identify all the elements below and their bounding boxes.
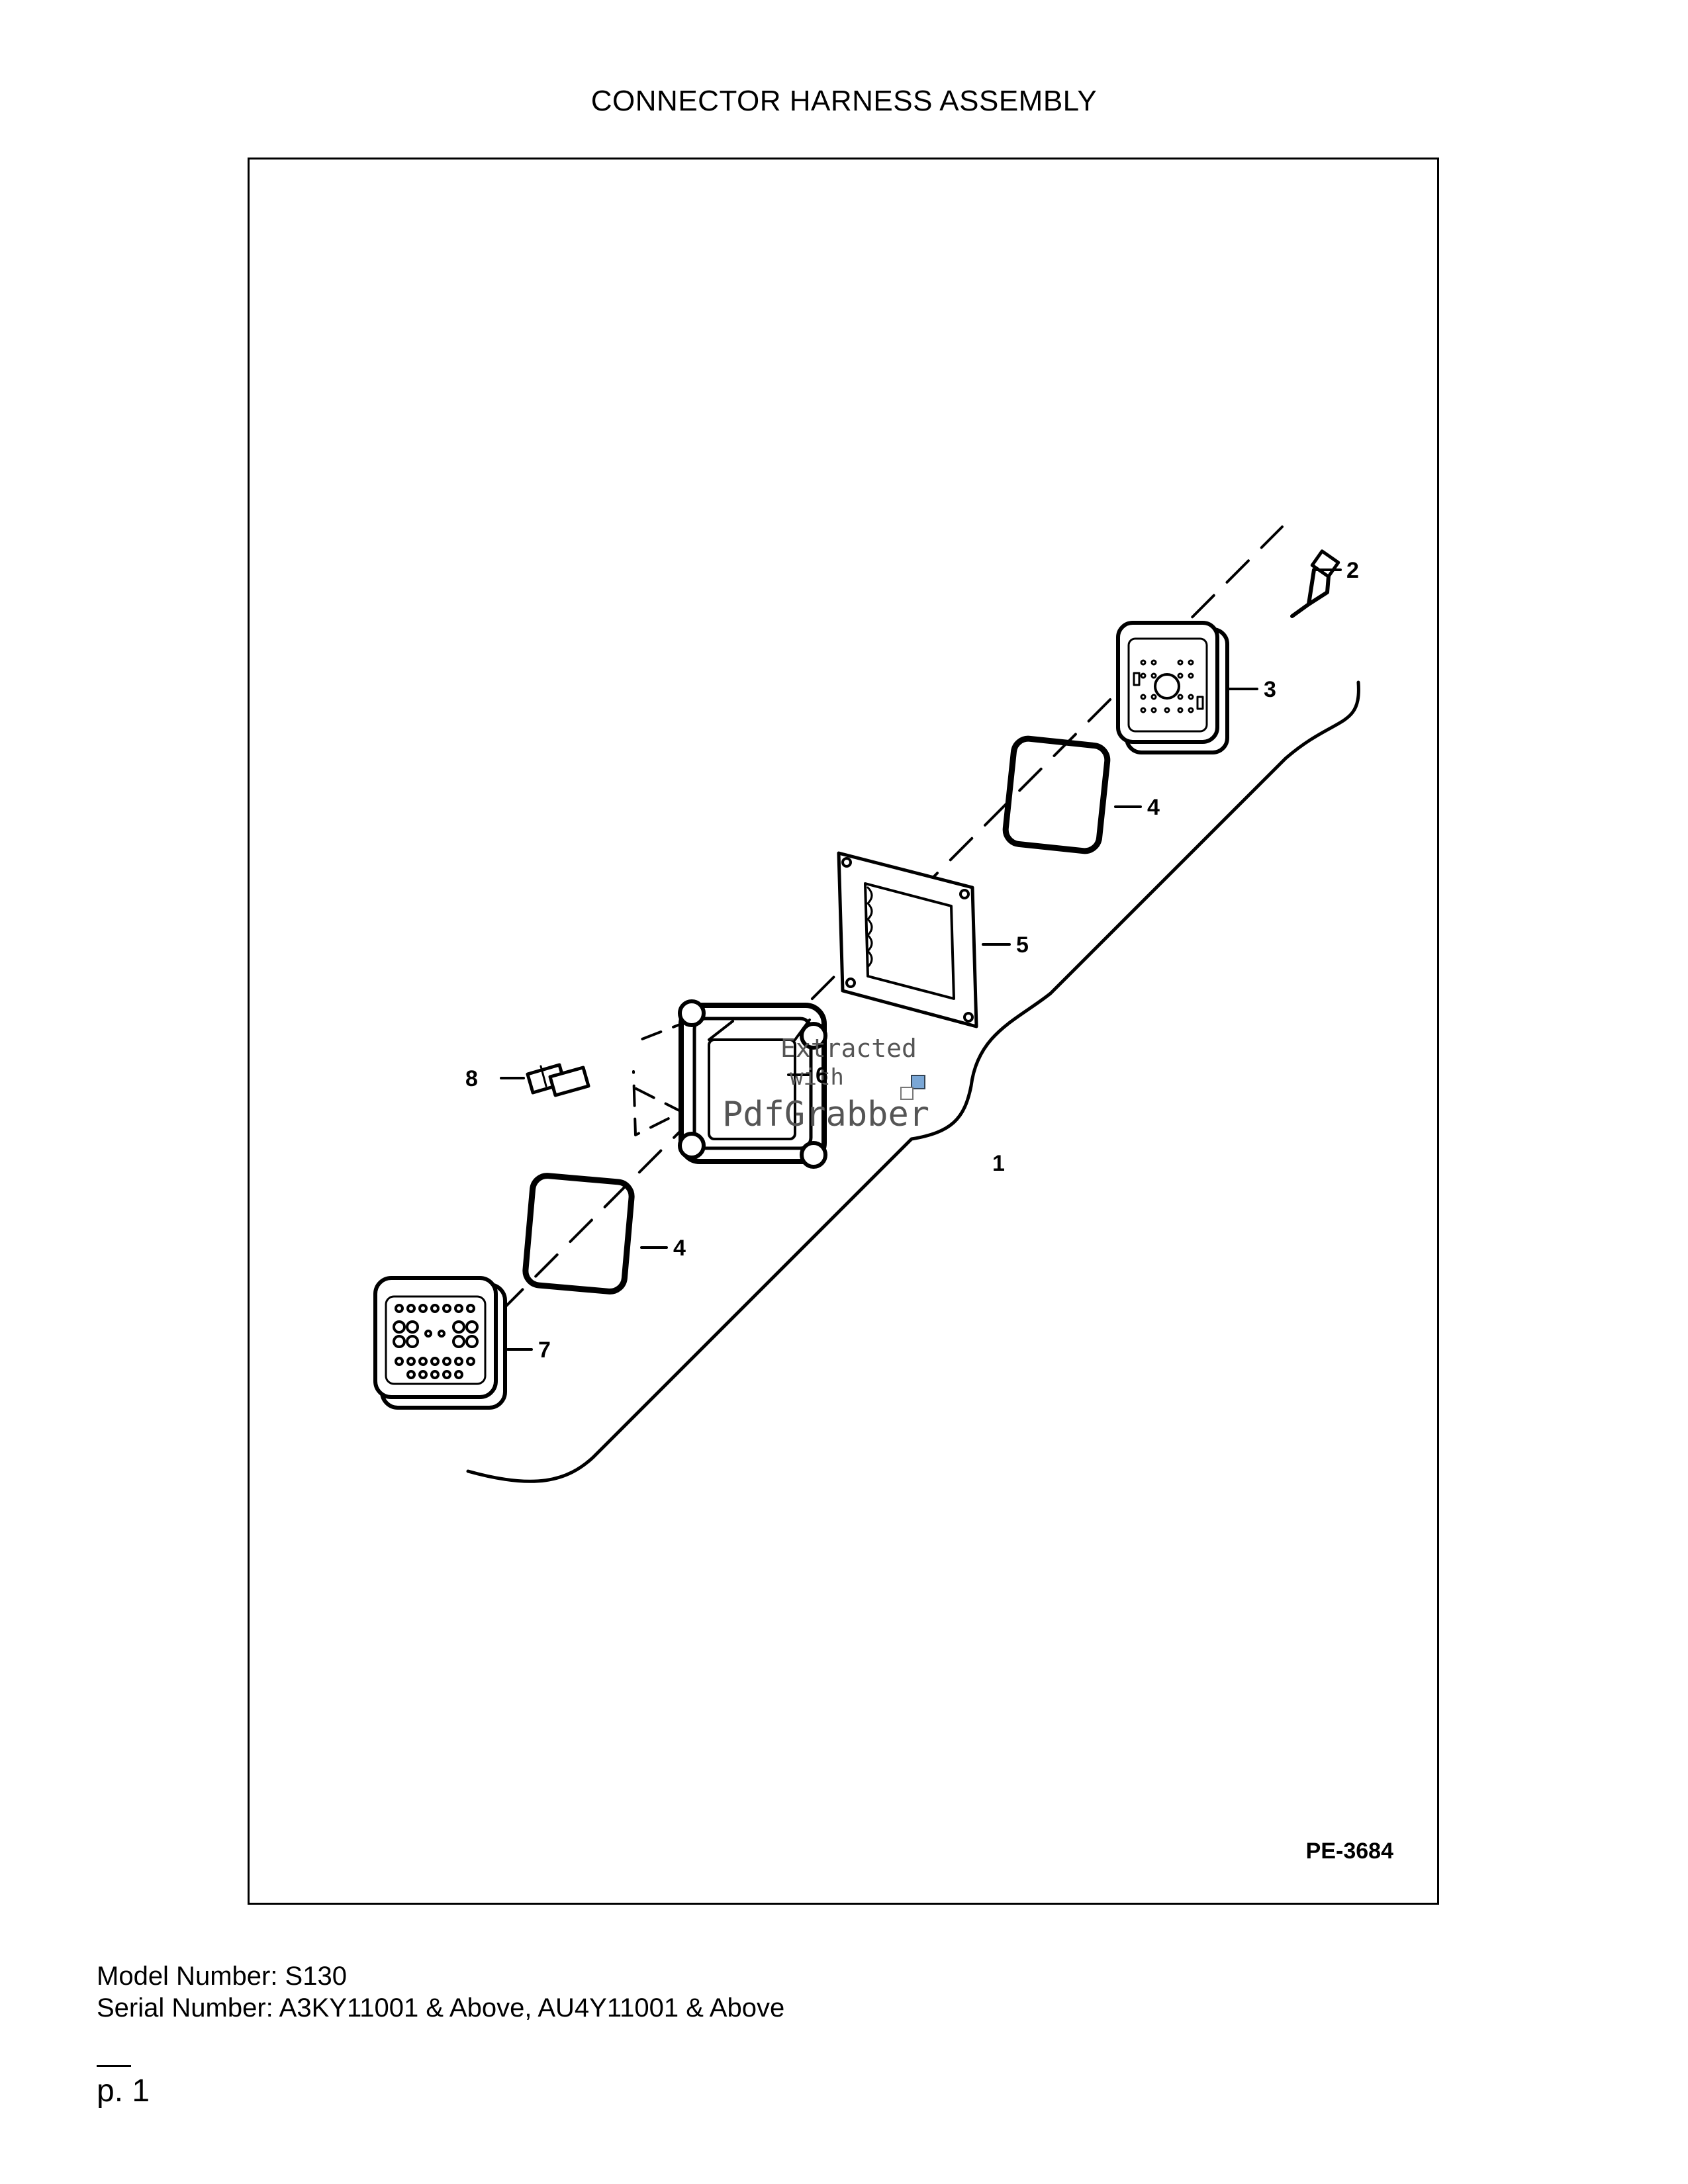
callout-7: 7 — [538, 1338, 551, 1363]
watermark-line2: with — [790, 1064, 844, 1091]
terminal-pin-part — [1290, 549, 1340, 618]
harness-sheath-outline — [466, 680, 1360, 1483]
panel-housing-part — [678, 999, 827, 1169]
exploded-view-diagram: Extracted with PdfGrabber 2 3 4 5 6 8 1 … — [373, 525, 1360, 1483]
leader-lines — [500, 569, 1342, 1351]
pdfgrabber-watermark: Extracted with PdfGrabber — [722, 1034, 929, 1134]
callout-4-lower: 4 — [673, 1236, 686, 1261]
rear-connector-part — [1116, 621, 1229, 754]
callout-4-upper: 4 — [1147, 795, 1160, 820]
front-connector-part — [373, 1276, 507, 1410]
watermark-line1: Extracted — [780, 1034, 917, 1063]
footer-rule — [97, 2065, 131, 2067]
callout-6: 6 — [816, 1063, 828, 1088]
page-title: CONNECTOR HARNESS ASSEMBLY — [590, 85, 1098, 117]
callout-8: 8 — [465, 1066, 478, 1091]
callout-5: 5 — [1016, 933, 1029, 958]
model-number: Model Number: S130 — [97, 1962, 347, 1991]
callout-3: 3 — [1264, 677, 1276, 702]
diagram-frame: Extracted with PdfGrabber 2 3 4 5 6 8 1 … — [248, 158, 1439, 1905]
callout-labels: 2 3 4 5 6 8 1 4 7 — [465, 558, 1359, 1363]
figure-code: PE-3684 — [1305, 1839, 1393, 1864]
callout-1: 1 — [992, 1151, 1005, 1176]
document-meta: Model Number: S130 Serial Number: A3KY11… — [97, 1960, 784, 2024]
lower-seal-part — [522, 1173, 635, 1295]
clip-part — [526, 1063, 590, 1097]
serial-number: Serial Number: A3KY11001 & Above, AU4Y11… — [97, 1993, 785, 2023]
callout-2: 2 — [1346, 558, 1359, 583]
watermark-line3: PdfGrabber — [722, 1095, 929, 1134]
upper-seal-part — [1002, 735, 1111, 854]
gasket-plate-part — [837, 851, 978, 1028]
page-number: p. 1 — [97, 2073, 150, 2109]
